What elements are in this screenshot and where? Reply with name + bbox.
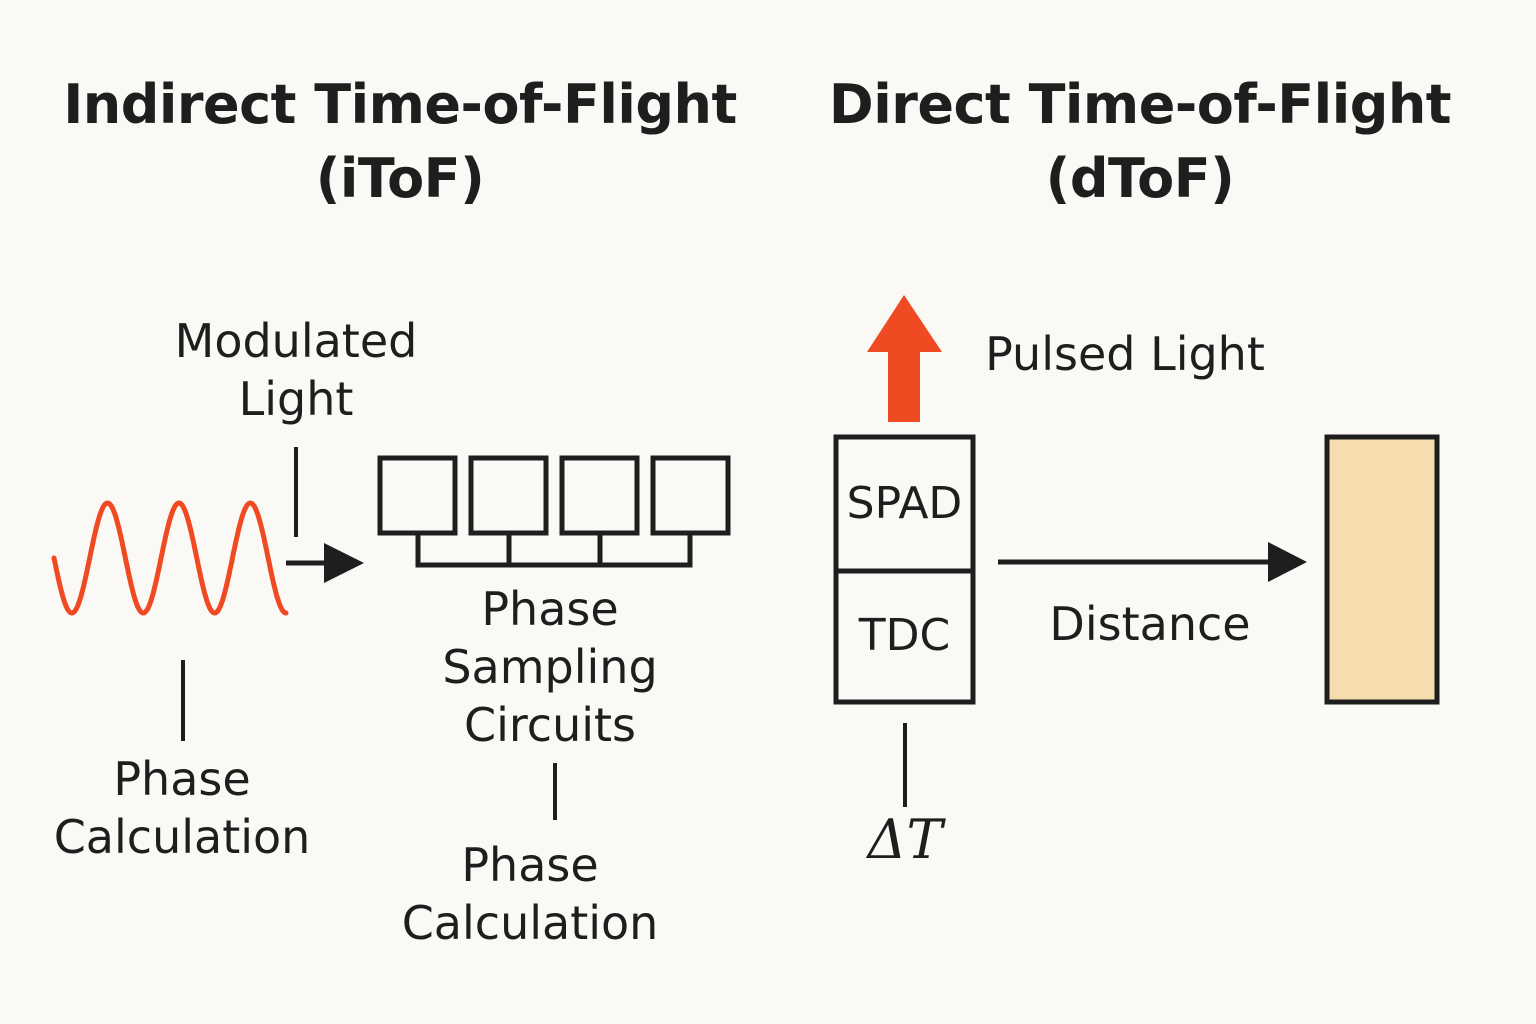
distance-label: Distance	[1049, 597, 1251, 651]
delta-t-label: ΔT	[867, 808, 943, 871]
phase-calculation-left-label: Phase Calculation	[32, 750, 332, 866]
phase-sampling-line1: Phase	[481, 582, 619, 636]
pulsed-light-label: Pulsed Light	[985, 327, 1265, 381]
sampling-cell-4	[650, 455, 731, 536]
sampling-cell-2	[468, 455, 549, 536]
phase-sampling-line2: Sampling	[442, 640, 658, 694]
pulsed-light-arrow-icon	[867, 295, 942, 422]
modulated-light-label: Modulated Light	[146, 312, 446, 428]
dtof-title-line1: Direct Time-of-Flight	[828, 73, 1452, 136]
dtof-title: Direct Time-of-Flight (dToF)	[800, 68, 1480, 216]
tdc-label: TDC	[858, 610, 951, 661]
phase-calc-left-line1: Phase	[113, 752, 251, 806]
dtof-title-line2: (dToF)	[1045, 147, 1235, 210]
modulated-light-line2: Light	[238, 372, 354, 426]
itof-title: Indirect Time-of-Flight (iToF)	[60, 68, 740, 216]
phase-sampling-line3: Circuits	[463, 698, 637, 752]
itof-title-line2: (iToF)	[315, 147, 485, 210]
target-object	[1324, 434, 1440, 705]
modulated-light-line1: Modulated	[174, 314, 418, 368]
sampling-bus	[415, 533, 693, 568]
sampling-cell-3	[559, 455, 640, 536]
sampling-cell-1	[377, 455, 458, 536]
modulated-light-wave	[51, 500, 289, 616]
phase-calc-right-line2: Calculation	[401, 896, 659, 950]
spad-label: SPAD	[846, 478, 963, 529]
distance-arrowhead	[1268, 542, 1307, 582]
phase-sampling-circuits-label: Phase Sampling Circuits	[400, 580, 700, 754]
phase-calc-left-line2: Calculation	[53, 810, 311, 864]
phase-calculation-right-label: Phase Calculation	[380, 836, 680, 952]
wave-to-sampling-arrowhead	[324, 543, 364, 583]
itof-title-line1: Indirect Time-of-Flight	[63, 73, 737, 136]
phase-calc-right-line1: Phase	[461, 838, 599, 892]
